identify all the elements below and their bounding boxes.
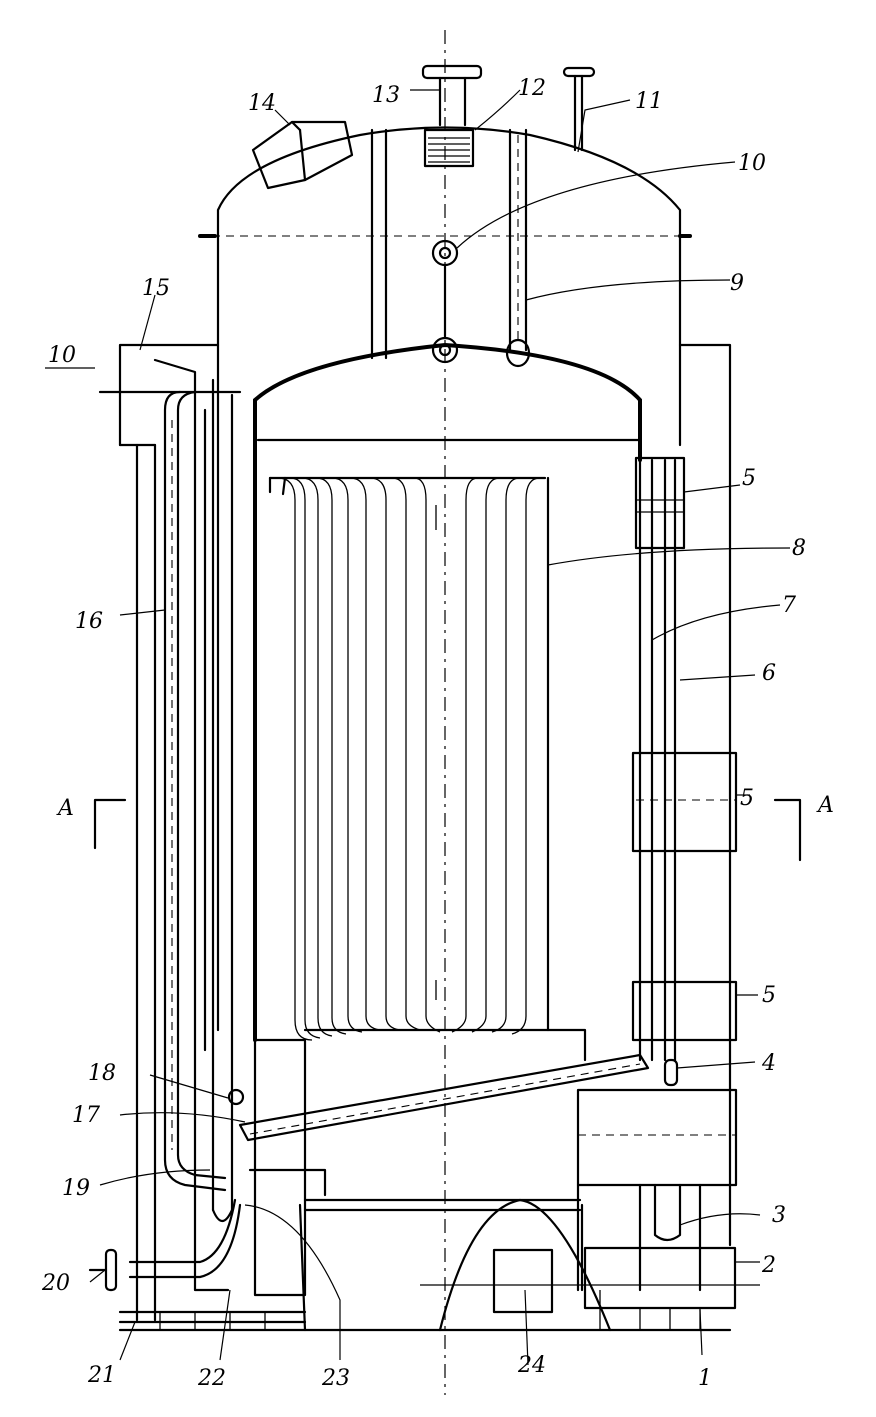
callouts: 1 2 3 4 5 5 5 6 7 8 9 10 11 12 13 14 15 … bbox=[41, 76, 834, 1391]
label-22: 22 bbox=[197, 1366, 226, 1391]
section-label-left: A bbox=[56, 796, 74, 821]
label-11: 11 bbox=[635, 89, 663, 114]
top-mark-label: 10 bbox=[48, 343, 76, 368]
label-5-low: 5 bbox=[762, 983, 776, 1008]
label-17: 17 bbox=[72, 1103, 100, 1128]
label-3: 3 bbox=[772, 1203, 786, 1228]
tube-bundle bbox=[270, 478, 548, 1040]
label-18: 18 bbox=[88, 1061, 116, 1086]
section-marks bbox=[45, 368, 800, 860]
label-1: 1 bbox=[698, 1366, 712, 1391]
label-5-top: 5 bbox=[742, 466, 756, 491]
label-6: 6 bbox=[762, 661, 776, 686]
label-4: 4 bbox=[761, 1051, 776, 1076]
label-9: 9 bbox=[730, 271, 744, 296]
right-header bbox=[578, 345, 736, 1290]
label-5-mid: 5 bbox=[740, 786, 754, 811]
label-16: 16 bbox=[75, 609, 103, 634]
top-nozzles bbox=[423, 66, 594, 166]
label-15: 15 bbox=[142, 276, 170, 301]
manhole bbox=[253, 122, 352, 188]
label-12: 12 bbox=[518, 76, 546, 101]
label-13: 13 bbox=[372, 83, 400, 108]
label-23: 23 bbox=[321, 1366, 350, 1391]
label-10: 10 bbox=[738, 151, 766, 176]
label-7: 7 bbox=[782, 593, 796, 618]
label-24: 24 bbox=[517, 1353, 546, 1378]
label-19: 19 bbox=[62, 1176, 90, 1201]
furnace-dome bbox=[255, 345, 640, 1040]
label-2: 2 bbox=[761, 1253, 776, 1278]
label-21: 21 bbox=[87, 1363, 116, 1388]
section-label-right: A bbox=[816, 793, 834, 818]
label-8: 8 bbox=[792, 536, 806, 561]
base bbox=[120, 1200, 760, 1330]
label-14: 14 bbox=[248, 91, 276, 116]
label-20: 20 bbox=[41, 1271, 70, 1296]
